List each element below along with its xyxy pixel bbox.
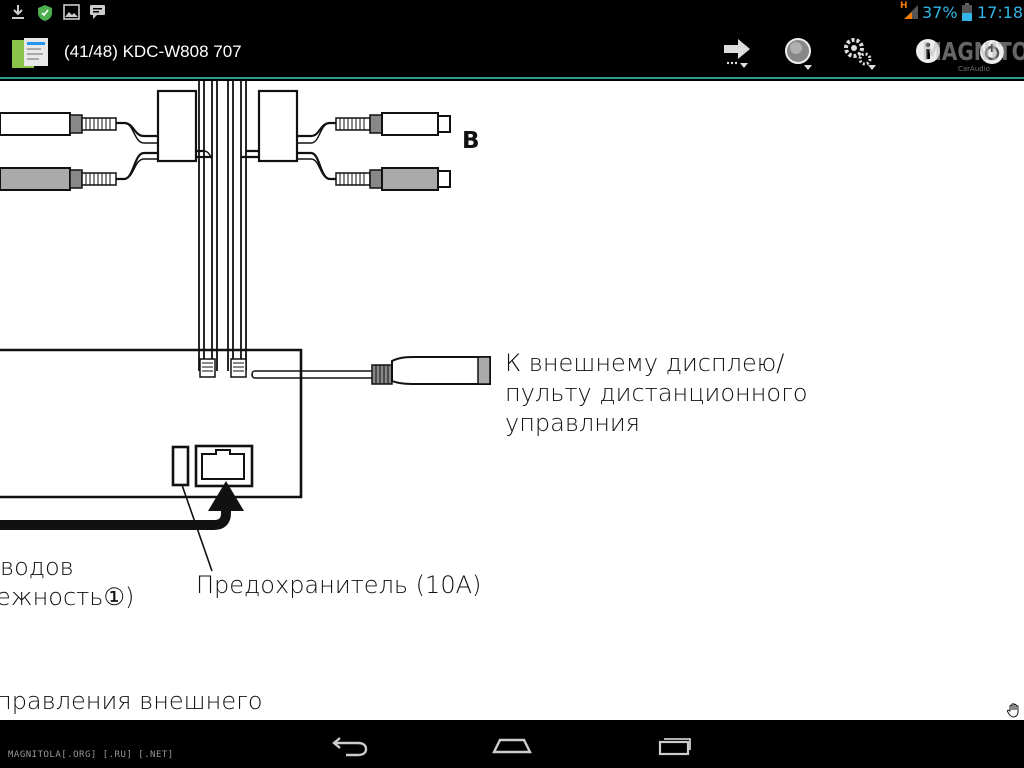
zoom-icon[interactable]	[778, 35, 822, 71]
hand-pan-icon[interactable]	[1006, 702, 1022, 718]
watermark-subtitle: CarAudio	[958, 65, 990, 73]
shield-icon	[38, 5, 52, 21]
download-icon	[12, 5, 24, 19]
navigation-bar: MAGNITOLA[.ORG] [.RU] [.NET]	[0, 720, 1024, 768]
home-icon[interactable]	[482, 730, 542, 760]
chat-icon	[90, 5, 105, 19]
rca-plug-right-bottom	[335, 167, 451, 191]
rca-plug-left-bottom	[0, 167, 117, 191]
rca-plug-left-top	[0, 112, 117, 136]
connector-label-b: B	[462, 128, 480, 154]
left-label-line2: ежность①)	[0, 583, 135, 611]
app-icon[interactable]	[10, 36, 56, 70]
battery-percent: 37%	[922, 3, 958, 22]
rca-plug-right-top	[335, 112, 451, 136]
status-bar: H 37% 17:18	[0, 0, 1024, 25]
battery-icon	[962, 3, 972, 21]
action-bar: (41/48) KDC-W808 707 MAGNITOLA CarAudio	[0, 25, 1024, 79]
gallery-icon	[63, 4, 80, 20]
settings-gear-icon[interactable]	[838, 35, 882, 71]
clock: 17:18	[977, 3, 1024, 22]
signal-icon	[904, 5, 918, 19]
external-display-label-line2: пульту дистанционного	[505, 379, 808, 407]
document-title: (41/48) KDC-W808 707	[64, 42, 242, 61]
wiring-diagram	[0, 81, 491, 572]
fuse-label: Предохранитель (10A)	[196, 571, 482, 599]
watermark-logo: MAGNITOLA	[922, 36, 1024, 66]
bottom-label-line: правления внешнего	[0, 687, 263, 715]
external-display-label-line1: К внешнему дисплею/	[505, 349, 785, 377]
signal-type: H	[900, 1, 908, 11]
power-icon[interactable]	[970, 35, 1014, 71]
recent-apps-icon[interactable]	[644, 730, 704, 760]
back-icon[interactable]	[320, 730, 380, 760]
info-icon[interactable]	[906, 35, 950, 71]
footer-watermark: MAGNITOLA[.ORG] [.RU] [.NET]	[8, 750, 174, 760]
external-display-label-line3: управлния	[505, 409, 640, 437]
document-page[interactable]: B К внешнему дисплею/ пульту дистанционн…	[0, 81, 1024, 720]
left-label-line1: водов	[0, 553, 74, 581]
goto-page-icon[interactable]	[718, 35, 762, 71]
